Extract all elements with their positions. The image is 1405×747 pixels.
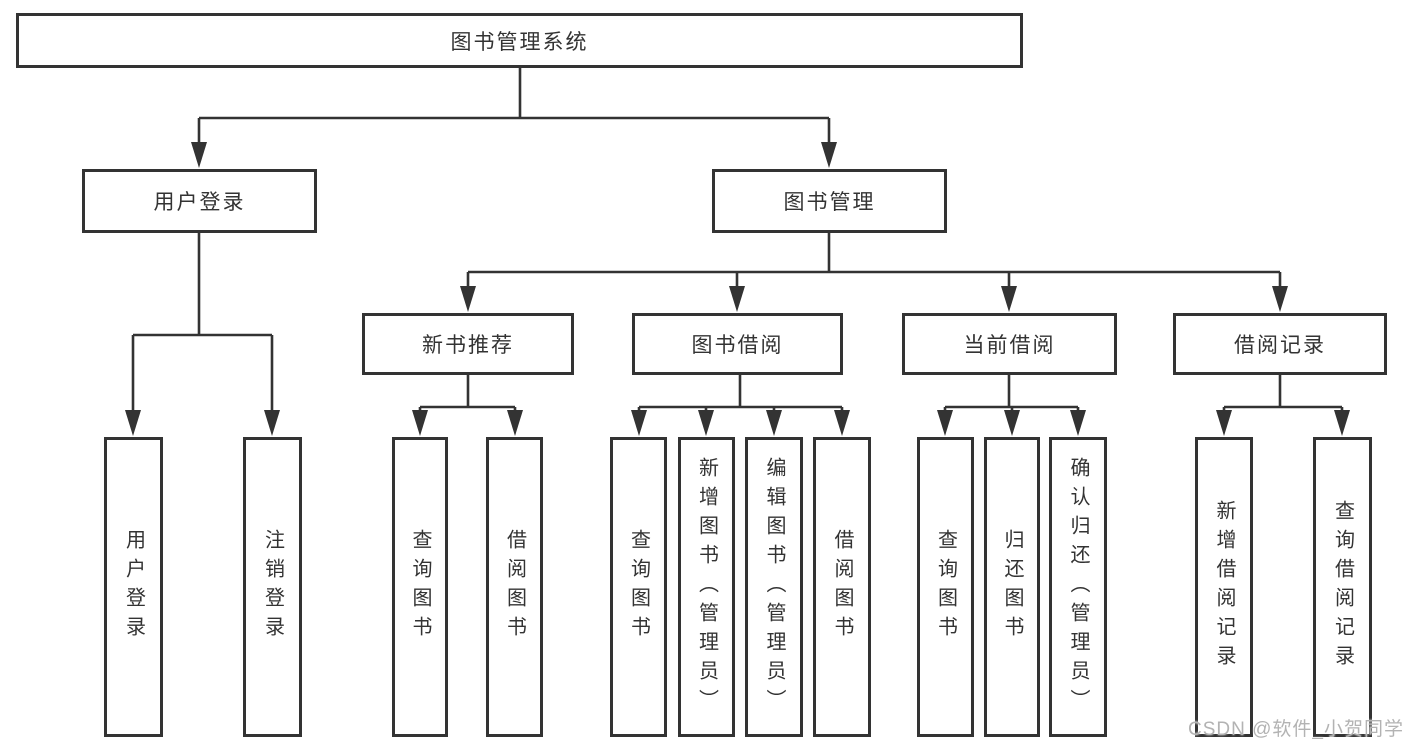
leaf-query-books-recommend: 查询图书 xyxy=(392,437,448,737)
csdn-watermark: CSDN @软件_小贺同学 xyxy=(1188,719,1404,740)
leaf-query-books-current: 查询图书 xyxy=(917,437,974,737)
node-current-borrowing: 当前借阅 xyxy=(902,313,1117,375)
leaf-borrow-books-borrowing: 借阅图书 xyxy=(813,437,871,737)
leaf-user-login: 用户登录 xyxy=(104,437,163,737)
node-library-management-system: 图书管理系统 xyxy=(16,13,1023,68)
leaf-edit-book-admin: 编辑图书（管理员） xyxy=(745,437,803,737)
leaf-query-books-borrowing: 查询图书 xyxy=(610,437,667,737)
leaf-add-borrow-record: 新增借阅记录 xyxy=(1195,437,1253,737)
leaf-borrow-books-recommend: 借阅图书 xyxy=(486,437,543,737)
leaf-return-book: 归还图书 xyxy=(984,437,1040,737)
leaf-confirm-return-admin: 确认归还（管理员） xyxy=(1049,437,1107,737)
arrowheads xyxy=(125,142,1350,436)
leaf-add-book-admin: 新增图书（管理员） xyxy=(678,437,735,737)
leaf-logout: 注销登录 xyxy=(243,437,302,737)
node-book-borrowing: 图书借阅 xyxy=(632,313,843,375)
node-book-management: 图书管理 xyxy=(712,169,947,233)
node-new-book-recommendation: 新书推荐 xyxy=(362,313,574,375)
leaf-query-borrow-record: 查询借阅记录 xyxy=(1313,437,1372,737)
node-borrow-records: 借阅记录 xyxy=(1173,313,1387,375)
node-user-login: 用户登录 xyxy=(82,169,317,233)
